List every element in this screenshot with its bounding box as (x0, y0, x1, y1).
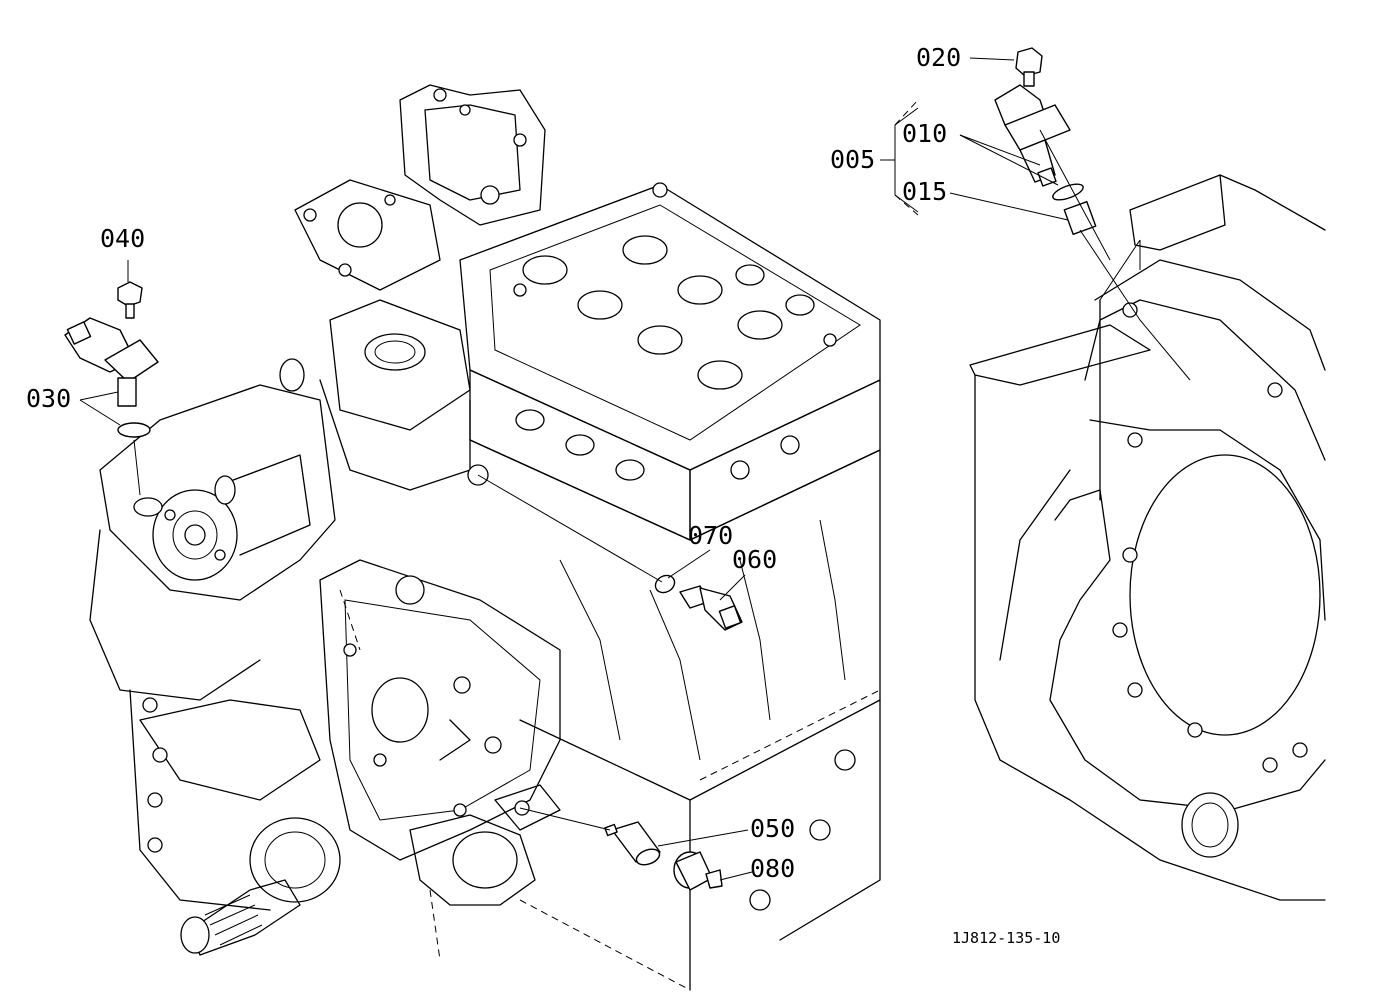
temp-sensor-060 (679, 585, 743, 631)
callout-020: 020 (916, 43, 961, 72)
callout-080: 080 (750, 854, 795, 883)
callout-005: 005 (830, 145, 875, 174)
engine-block-drawing (89, 84, 881, 991)
crank-sensor-010 (994, 84, 1071, 187)
o-ring-015a (1052, 183, 1084, 201)
o-ring-070 (654, 574, 676, 594)
flywheel-housing-drawing (969, 174, 1326, 901)
drawing-reference-number: 1J812-135-10 (952, 929, 1060, 947)
cam-sensor-030 (64, 317, 159, 407)
callout-015: 015 (902, 177, 947, 206)
callout-040: 040 (100, 224, 145, 253)
bolt-020 (1015, 47, 1043, 87)
bolt-040 (117, 281, 143, 319)
callout-070: 070 (688, 521, 733, 550)
pressure-switch-080 (673, 851, 723, 891)
o-ring-030 (117, 422, 151, 438)
callout-030: 030 (26, 384, 71, 413)
collar-015 (1063, 200, 1097, 236)
callout-010: 010 (902, 119, 947, 148)
sleeve-050 (604, 821, 661, 866)
callout-050: 050 (750, 814, 795, 843)
callout-060: 060 (732, 545, 777, 574)
leader-lines (79, 57, 1191, 881)
